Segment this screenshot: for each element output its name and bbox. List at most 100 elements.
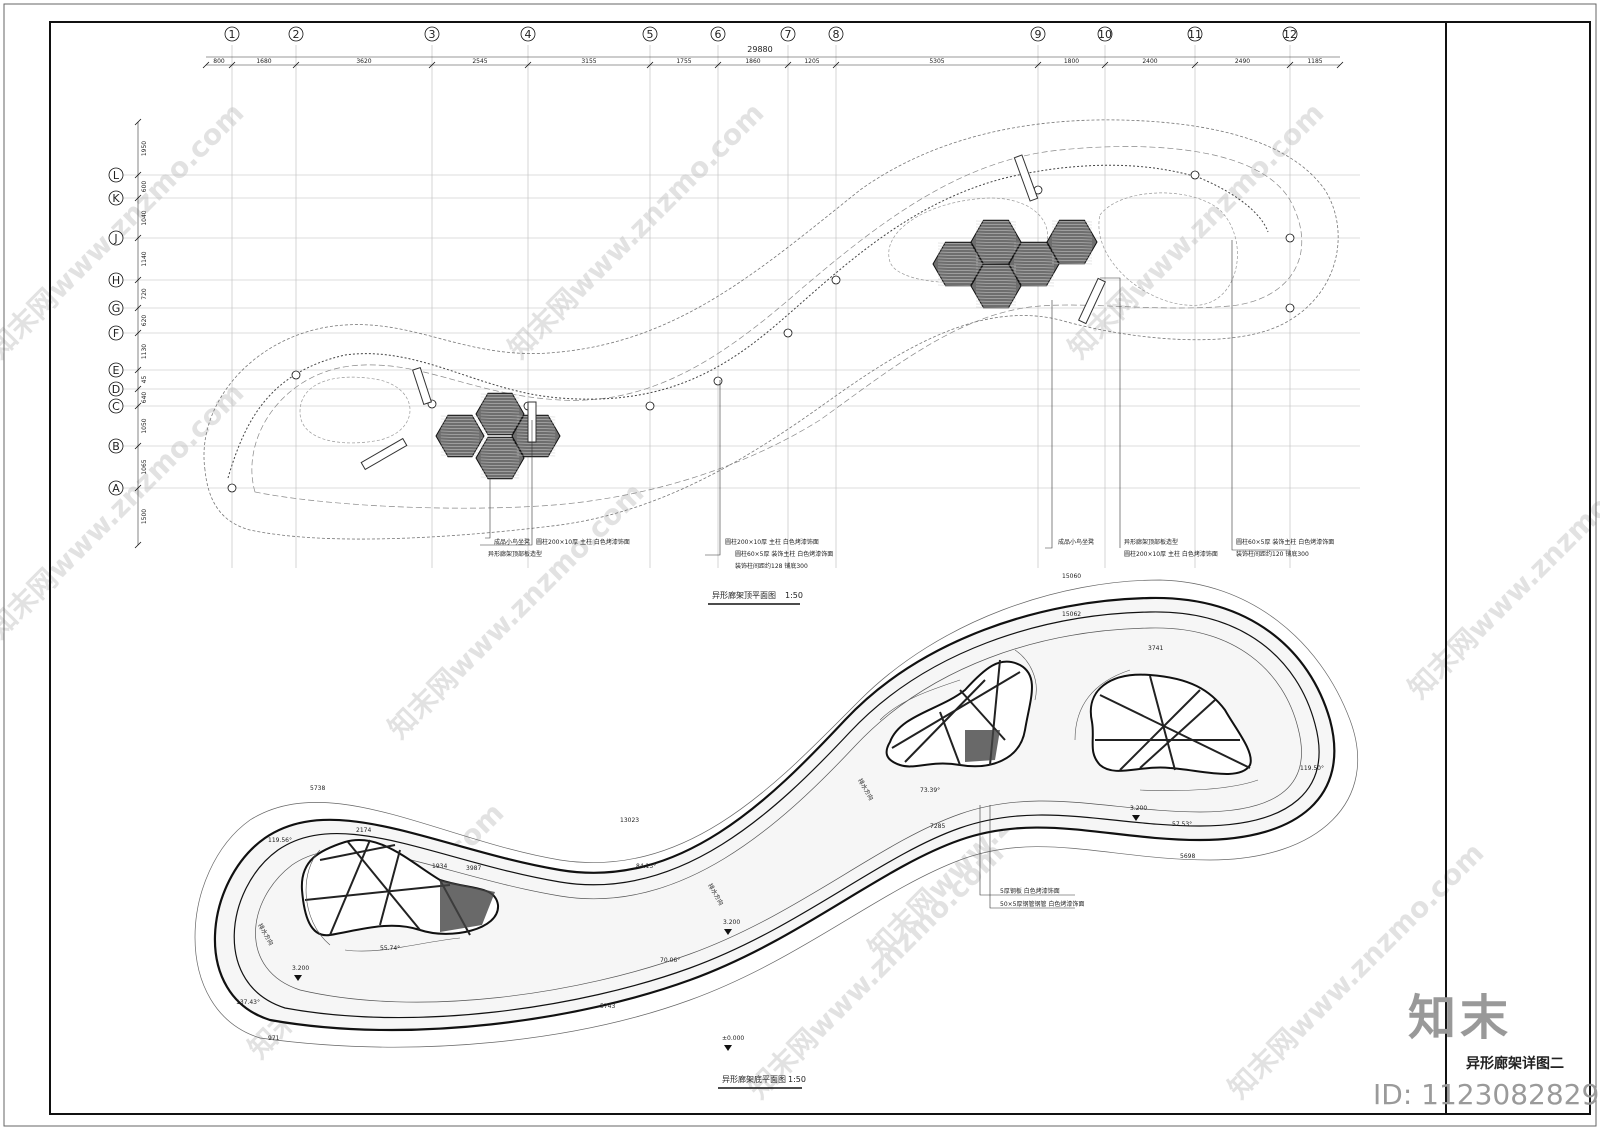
total-dimension: 29880: [747, 45, 772, 54]
column-axis-2: 2: [288, 26, 304, 42]
top-plan-notes: 成品小鸟坐凳 异形廊架顶部板造型 圆柱200×10厚 主柱 白色烤漆饰面 圆柱2…: [488, 538, 1334, 570]
bench-bar: [360, 437, 408, 471]
column-axis-7: 7: [780, 26, 796, 42]
row-dimension-chain: 1950600104011407206201130456401050106515…: [134, 118, 148, 549]
leader-lines: [480, 240, 1290, 556]
row-axis-label: E: [113, 364, 120, 377]
opening-left: [300, 839, 500, 952]
axis-grid: [112, 45, 1360, 568]
row-dim-value: 1050: [141, 418, 148, 433]
bottom-plan-title: 异形廊架底平面图: [722, 1074, 786, 1084]
angle-label: 70.06°: [660, 957, 680, 964]
column-dim-value: 3620: [356, 58, 371, 65]
column-point: [645, 401, 655, 411]
canopy-island-far-right: [1098, 192, 1238, 306]
opening-right: [1074, 669, 1259, 791]
row-axis-label: L: [113, 169, 120, 182]
radius-dim-label: 2174: [356, 827, 371, 834]
column-axis-label: 7: [785, 28, 792, 41]
column-axis-label: 2: [293, 28, 300, 41]
bench-bar: [1013, 154, 1039, 202]
column-axis-5: 5: [642, 26, 658, 42]
hexagon-seat: [1008, 241, 1060, 287]
note-center-1: 圆柱200×10厚 主柱 白色烤漆饰面: [725, 538, 819, 546]
radius-dim-label: 5738: [310, 785, 325, 792]
row-axis-label: F: [113, 327, 119, 340]
bottom-plan-notes: 5厚钢板 白色烤漆饰面 50×5厚钢管钢管 白色烤漆饰面: [979, 805, 1084, 909]
hexagon-seat-cluster-left: [435, 392, 561, 480]
hexagon-seat: [475, 436, 525, 480]
row-axis-D: D: [108, 381, 124, 397]
top-plan-scale: 1:50: [785, 591, 803, 600]
top-plan-title: 异形廊架顶平面图: [712, 590, 776, 600]
column-dim-value: 2490: [1235, 58, 1250, 65]
row-dim-value: 45: [141, 376, 148, 384]
column-point: [1285, 233, 1295, 243]
radius-dim-label: 7285: [930, 823, 945, 830]
row-dim-value: 1950: [141, 141, 148, 156]
row-axis-B: B: [108, 438, 124, 454]
note-far-right-2: 装饰柱间距约120 铺底300: [1236, 550, 1309, 558]
opening-middle: [879, 649, 1037, 768]
column-point: [1190, 170, 1200, 180]
radius-dim-label: 5698: [1180, 853, 1195, 860]
angle-label: 57.53°: [1172, 821, 1192, 828]
radius-dim-label: 1934: [432, 863, 447, 870]
column-dim-value: 2545: [472, 58, 487, 65]
column-axis-label: 1: [229, 28, 236, 41]
id-label: ID: 1123082829: [1373, 1078, 1599, 1111]
row-axis-C: C: [108, 398, 124, 414]
dimension-arc-outer: [194, 579, 1359, 1048]
row-axis-label: K: [112, 192, 120, 205]
hexagon-seat: [970, 263, 1022, 309]
canopy-center-line: [227, 164, 1269, 479]
column-point: [291, 370, 301, 380]
column-axis-10: 10: [1097, 26, 1113, 42]
row-dim-value: 1140: [141, 251, 148, 266]
radius-dim-label: 971: [268, 1035, 280, 1042]
column-axis-label: 11: [1188, 28, 1202, 41]
row-dim-value: 600: [141, 181, 148, 193]
top-plan-caption: 异形廊架顶平面图 1:50: [708, 590, 803, 605]
row-dim-value: 1500: [141, 509, 148, 524]
angle-label: 84.13°: [636, 863, 656, 870]
column-dim-value: 5305: [929, 58, 944, 65]
note-column-mid: 圆柱200×10厚 主柱 白色烤漆饰面: [536, 538, 630, 546]
column-axis-6: 6: [710, 26, 726, 42]
angle-label: 119.50°: [1300, 765, 1324, 772]
radius-dim-label: 3741: [1148, 645, 1163, 652]
column-axis-label: 12: [1283, 28, 1297, 41]
row-dim-value: 620: [141, 315, 148, 327]
elevation-label: 3.200: [723, 919, 740, 926]
column-axis-label: 9: [1035, 28, 1042, 41]
radius-dim-label: 15062: [1062, 611, 1081, 618]
note-canopy-left: 异形廊架顶部板造型: [488, 550, 542, 558]
elevation-label: 3.200: [292, 965, 309, 972]
deck-outer-edge-2: [233, 611, 1320, 1019]
note-far-right-1: 圆柱60×5厚 装饰主柱 白色烤漆饰面: [1236, 538, 1334, 546]
radius-dim-label: 13023: [620, 817, 639, 824]
note-steel-pipe: 50×5厚钢管钢管 白色烤漆饰面: [1000, 900, 1084, 908]
column-point: [831, 275, 841, 285]
row-axis-label: B: [112, 440, 120, 453]
column-dim-value: 1800: [1064, 58, 1079, 65]
row-axis-G: G: [108, 300, 124, 316]
angle-label: 73.39°: [920, 787, 940, 794]
opening-left-struts: [304, 839, 471, 936]
note-canopy-right: 异形廊架顶部板造型: [1124, 538, 1178, 546]
row-axis-K: K: [108, 190, 124, 206]
column-axis-9: 9: [1030, 26, 1046, 42]
row-axis-L: L: [108, 167, 124, 183]
radius-dim-label: 5743: [600, 1003, 615, 1010]
column-dim-value: 1205: [804, 58, 819, 65]
angle-label: 55.74°: [380, 945, 400, 952]
radius-dim-label: 15060: [1062, 573, 1081, 580]
row-axis-J: J: [108, 230, 124, 246]
column-axis-8: 8: [828, 26, 844, 42]
hexagon-seat: [970, 219, 1022, 265]
column-axis-1: 1: [224, 26, 240, 42]
